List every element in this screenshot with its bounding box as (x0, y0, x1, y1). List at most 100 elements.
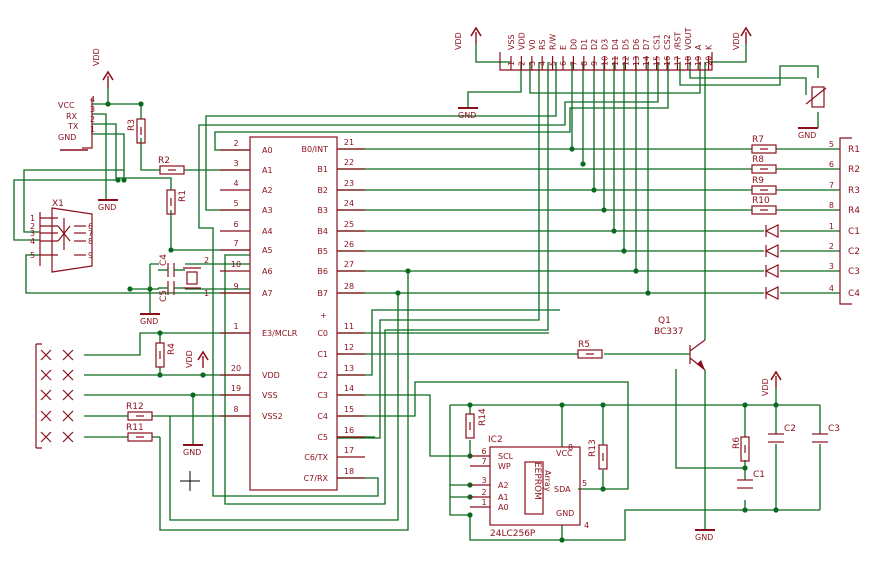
q1-part: BC337 (654, 327, 683, 337)
lcd-pin-number: 12 (621, 56, 630, 66)
junction-dot (121, 177, 127, 183)
crystal: 2 1 (183, 256, 209, 298)
diode-icon (764, 264, 779, 278)
capacitor-label: C1 (753, 470, 765, 480)
keypad-label: C4 (848, 289, 860, 299)
lcd-pin-number: 18 (684, 56, 693, 66)
junction-dot (115, 177, 121, 183)
lcd-pin-number: 17 (673, 56, 682, 66)
ic1-pin-number: 24 (344, 199, 354, 208)
ic2-pin-number: 7 (481, 457, 486, 466)
junction-dot (559, 402, 565, 408)
resistor-label: R13 (588, 439, 598, 457)
ic1-pin-number: 9 (233, 282, 238, 291)
junction-dot (600, 486, 606, 492)
ic1-pin-number: 21 (344, 138, 354, 147)
junction-dot (157, 372, 163, 378)
ic1-pin-number: 18 (344, 467, 354, 476)
db9-pin-number: 7 (88, 229, 93, 238)
serial-header: VCC RX TX GND 4 3 2 1 (58, 95, 95, 149)
resistor-body (155, 342, 165, 368)
lcd-pin-label: V0 (528, 39, 537, 50)
resistor-body (751, 164, 777, 174)
ic1-pin-name: A1 (262, 166, 273, 175)
transistor-q1: Q1 BC337 (654, 316, 706, 371)
junction-dot (773, 402, 779, 408)
resistor-body (166, 189, 176, 215)
ic2-pin-name: WP (498, 462, 511, 471)
capacitor-label: C5 (159, 290, 169, 302)
junction-dot (742, 402, 748, 408)
ic1-pin-number: 6 (233, 220, 238, 229)
gnd-label: GND (140, 317, 158, 326)
lcd-pin-number: 8 (580, 61, 589, 66)
junction-dot (467, 402, 473, 408)
lcd-pin-number: 14 (642, 56, 651, 66)
ic2-pin-number: 1 (481, 498, 486, 507)
keypad-pin-number: 3 (829, 262, 834, 271)
junction-dot (600, 402, 606, 408)
lcd-pin-number: 11 (611, 56, 620, 66)
crosshair-cursor-icon (180, 471, 200, 491)
junction-dot (633, 268, 639, 274)
gnd-label: GND (798, 131, 816, 140)
eeprom: EEPROM Array IC2 24LC256P 6SCL7WP3A22A11… (470, 435, 589, 539)
resistor-body (598, 444, 608, 470)
db9-pin-number: 5 (30, 251, 35, 260)
header-pin-2: 2 (90, 115, 95, 124)
lcd-pin-label: D5 (621, 39, 630, 50)
keypad-label: R2 (848, 165, 860, 175)
capacitor-label: C4 (159, 254, 169, 266)
lcd-pin-number: 10 (601, 56, 610, 66)
ic1-pin-name: B1 (317, 165, 328, 174)
ic1-pin-name: B7 (317, 289, 328, 298)
lcd-pin-label: D6 (632, 39, 641, 50)
ic1-pin-name: A4 (262, 227, 273, 236)
ic1-pin-number: 20 (231, 364, 241, 373)
ic1-pin-name: C0 (317, 329, 328, 338)
vdd-label: VDD (185, 350, 194, 368)
resistor-body (465, 413, 475, 439)
keypad-pin-number: 4 (829, 284, 834, 293)
resistor-label: R5 (578, 340, 590, 350)
ic2-pin-number: 6 (481, 447, 486, 456)
ic1-pin-number: 13 (344, 364, 354, 373)
junction-dot (405, 268, 411, 274)
lcd-pin-number: 15 (653, 56, 662, 66)
ic2-pin-name: A1 (498, 493, 509, 502)
junction-dot (773, 507, 779, 513)
keypad-pin-number: 2 (829, 242, 834, 251)
ic1-pin-name: C2 (317, 371, 328, 380)
keypad-pin-number: 1 (829, 222, 834, 231)
jumper-pin-icon (40, 389, 52, 401)
lcd-header: 1VSS2VDD3V04RS5R/W6E7D08D19D210D311D412D… (499, 28, 714, 71)
ic1-pin-name: A5 (262, 246, 273, 255)
db9-pin-number: 8 (88, 237, 93, 246)
ic1-pin-number: 25 (344, 220, 354, 229)
resistor-label: R9 (752, 176, 764, 186)
lcd-pin-label: D4 (611, 39, 620, 50)
keypad-pin-number: 5 (829, 140, 834, 149)
resistor-body (159, 165, 185, 175)
junction-dot (742, 507, 748, 513)
junction-dot (742, 465, 748, 471)
db9-pin-number: 6 (88, 222, 93, 231)
ic1-pin-name: C4 (317, 412, 328, 421)
junction-dot (395, 290, 401, 296)
resistor-label: R11 (126, 423, 144, 433)
ic1-pin-name: C3 (317, 391, 328, 400)
jumper-pin-icon (62, 389, 74, 401)
junctions (105, 101, 779, 543)
header-label-gnd: GND (58, 133, 76, 142)
lcd-pin-label: A (694, 44, 703, 50)
ic1-pin-name: VSS (262, 391, 278, 400)
ic1-pin-name: A6 (262, 267, 273, 276)
junction-dot (601, 207, 607, 213)
lcd-pin-label: VDD (517, 32, 526, 50)
crystal-pin-2: 2 (204, 256, 209, 265)
ic1-plus-mark: + (320, 311, 327, 320)
lcd-pin-label: K (705, 44, 714, 50)
ic2-pin-number: 2 (481, 488, 486, 497)
